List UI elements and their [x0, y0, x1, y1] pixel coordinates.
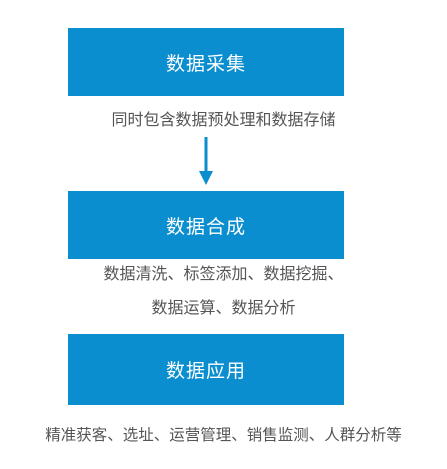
arrow-head: [199, 171, 213, 185]
step-label: 数据应用: [165, 360, 246, 382]
step-caption-line: 数据清洗、标签添加、数据挖掘、: [103, 264, 344, 283]
step-caption-line: 数据运算、数据分析: [151, 298, 296, 317]
step-label: 数据采集: [165, 52, 246, 75]
step-box-data-synthesis: 数据合成: [68, 191, 344, 259]
step-caption: 精准获客、选址、运营管理、销售监测、人群分析等: [45, 426, 402, 444]
down-arrow-icon: [199, 137, 213, 185]
step-box-data-application: 数据应用: [68, 334, 344, 405]
step-box-data-collection: 数据采集: [68, 28, 344, 96]
step-label: 数据合成: [165, 215, 246, 238]
step-caption: 同时包含数据预处理和数据存储: [111, 110, 336, 129]
